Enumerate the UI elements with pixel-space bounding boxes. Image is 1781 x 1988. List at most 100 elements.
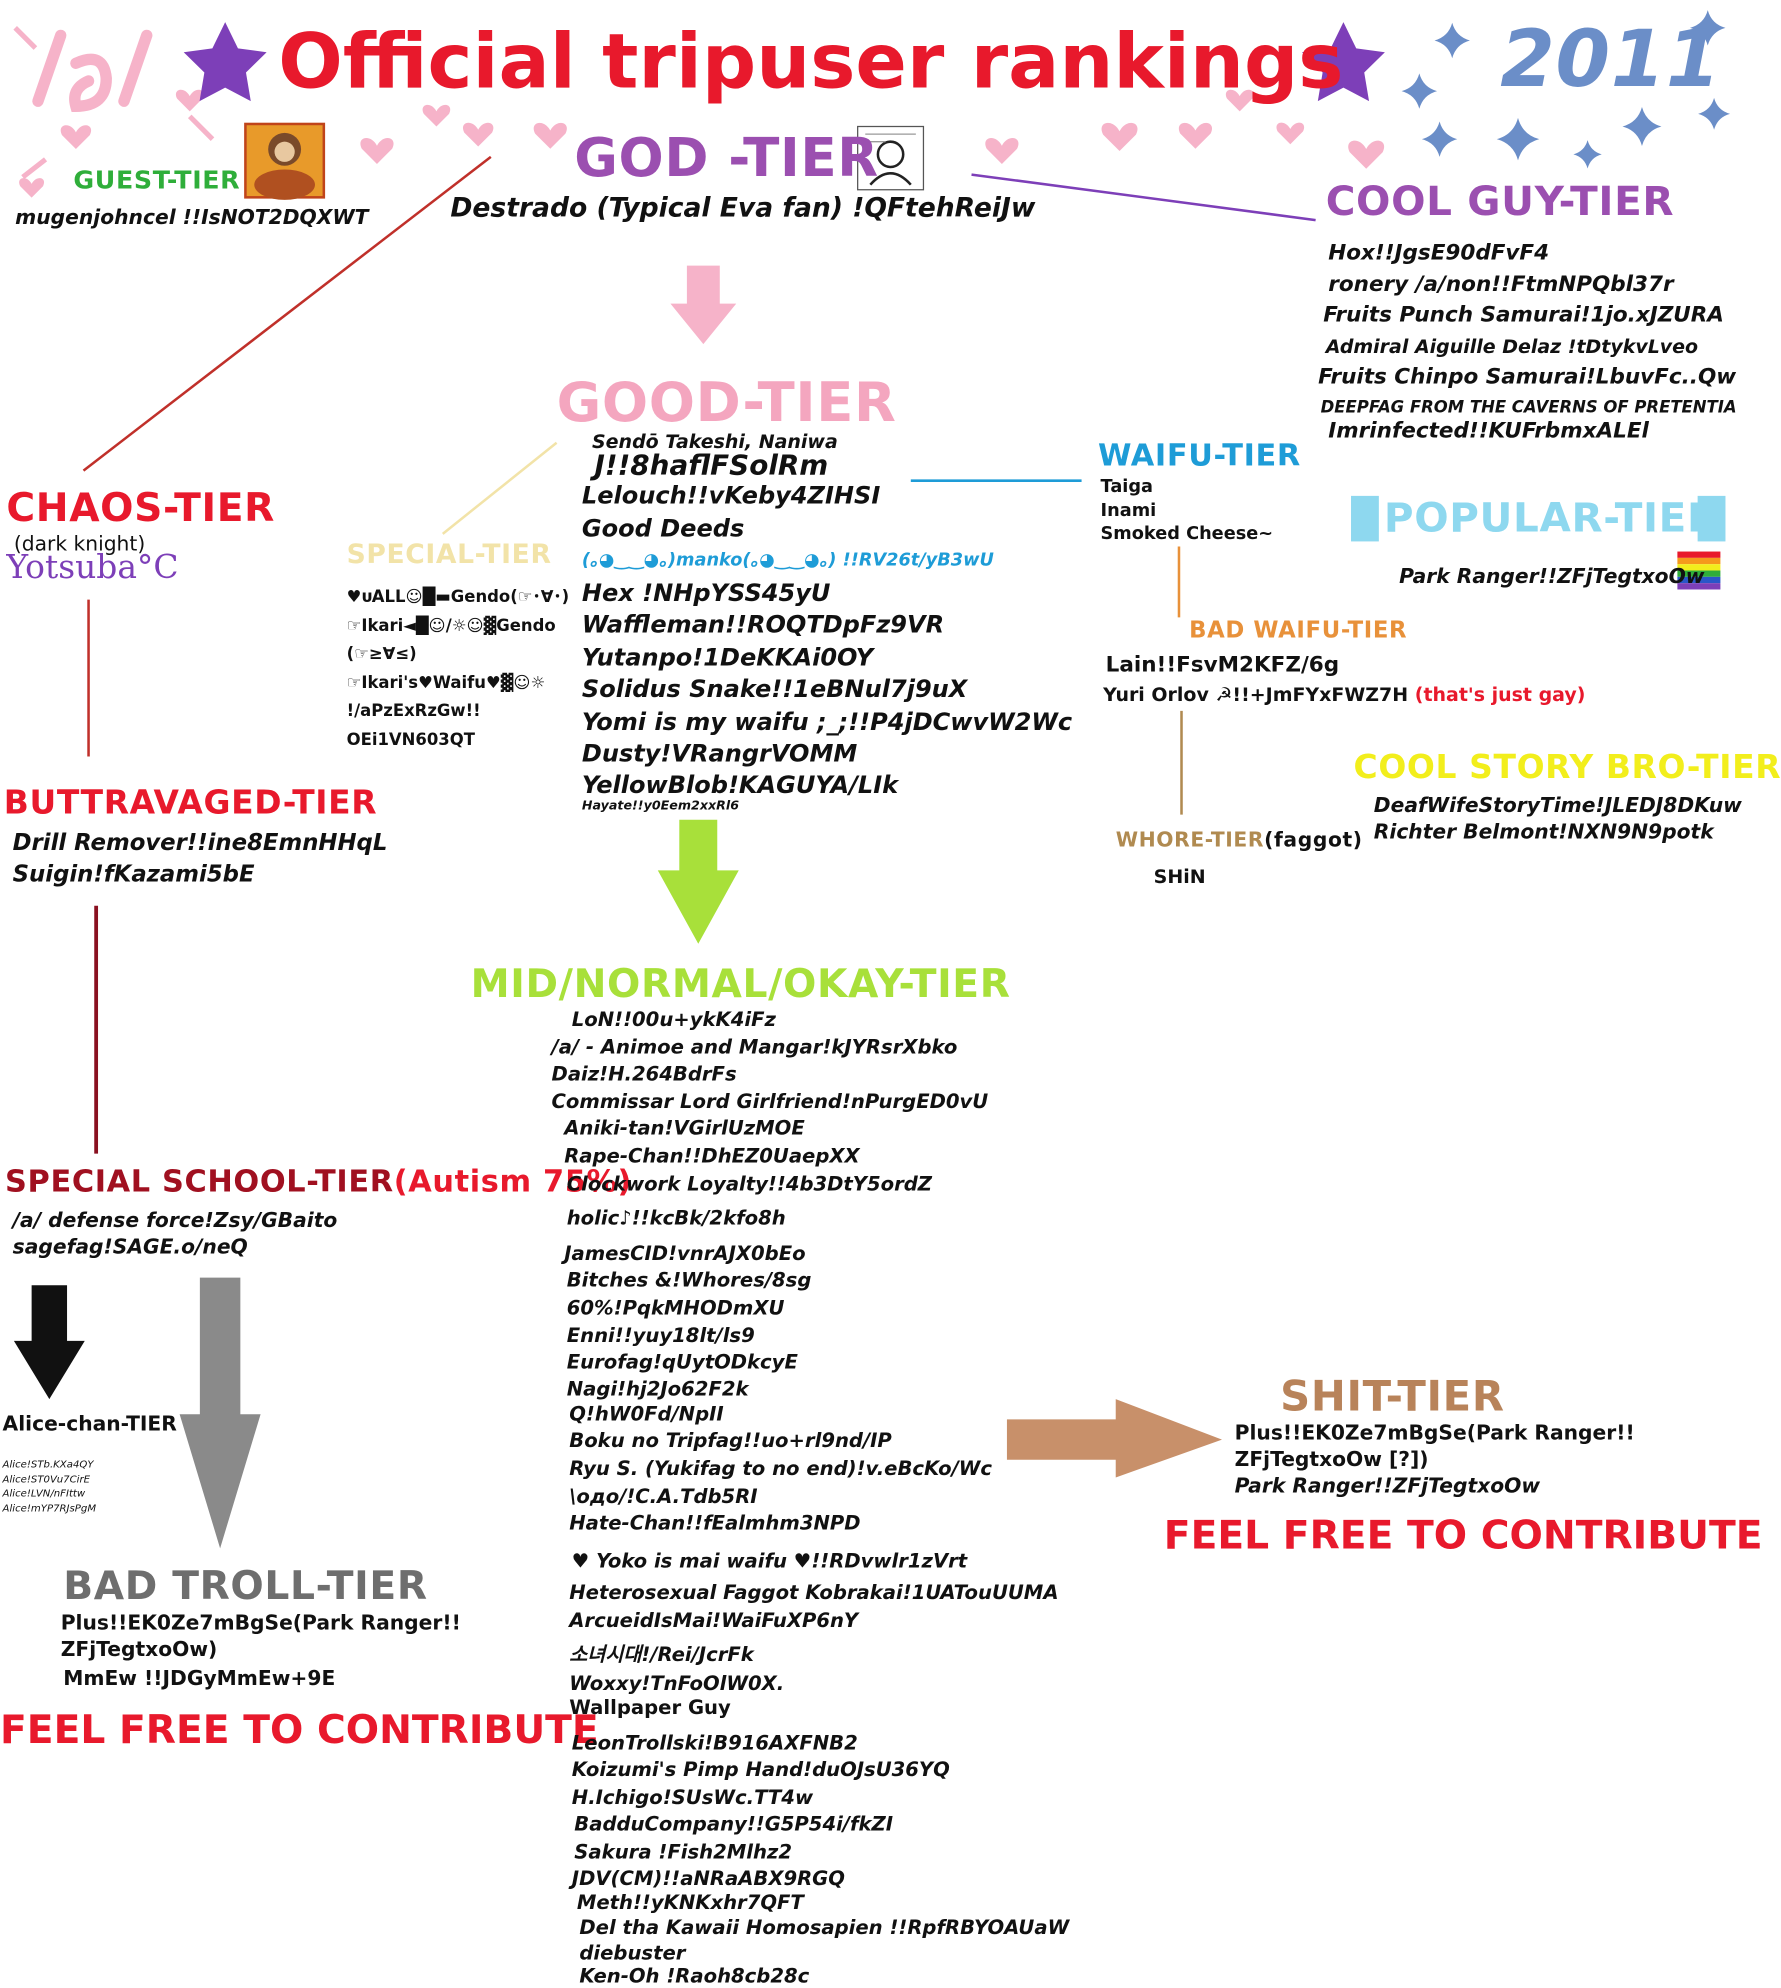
buttravaged-tier-list: Drill Remover!!ine8EmnHHqL Suigin!fKazam… <box>13 827 388 890</box>
contribute-banner: FEEL FREE TO CONTRIBUTE <box>0 1707 599 1754</box>
list-item: /a/ - Animoe and Mangar!kJYRsrXbko <box>551 1035 958 1059</box>
list-item: Waffleman!!ROQTDpFz9VR <box>581 610 945 639</box>
list-item: 60%!PqkMHODmXU <box>566 1296 785 1320</box>
decoration-layer <box>13 10 1731 1549</box>
avatar-icon <box>244 122 326 200</box>
list-item: Commissar Lord Girlfriend!nPurgED0vU <box>551 1090 989 1113</box>
popular-tier-label: POPULAR-TIER <box>1383 493 1719 542</box>
shit-tier-label: SHIT-TIER <box>1280 1371 1505 1421</box>
list-item: Hayate!!y0Eem2xxRl6 <box>581 798 740 813</box>
shit-tier-list: Plus!!EK0Ze7mBgSe(Park Ranger!! ZFjTegtx… <box>1235 1419 1635 1499</box>
page-title: Official tripuser rankings <box>278 17 1344 107</box>
guest-tier-label: GUEST-TIER <box>73 164 241 195</box>
bad-waifu-entry-name: Yuri Orlov ☭!!+JmFYxFWZ7H <box>1103 683 1409 706</box>
list-item: Alice!mYP7RJsPgM <box>2 1502 97 1514</box>
mid-tier-label: MID/NORMAL/OKAY-TIER <box>470 961 1011 1007</box>
list-item: OEi1VN603QT <box>346 730 475 750</box>
whore-tier-line: WHORE-TIER(faggot) <box>1116 827 1363 851</box>
contribute-banner: FEEL FREE TO CONTRIBUTE <box>1163 1512 1763 1559</box>
list-item: Koizumi's Pimp Hand!duOJsU36YQ <box>571 1758 950 1782</box>
bad-troll-tier-list: Plus!!EK0Ze7mBgSe(Park Ranger!! ZFjTegtx… <box>61 1609 461 1691</box>
list-item: Hex !NHpYSS45yU <box>581 578 831 607</box>
bad-waifu-note: (that's just gay) <box>1414 683 1586 706</box>
list-item: H.Ichigo!SUsWc.TT4w <box>571 1785 814 1809</box>
special-school-note: (Autism 75%) <box>393 1163 633 1200</box>
list-item: Richter Belmont!NXN9N9potk <box>1373 819 1714 844</box>
list-item: BadduCompany!!G5P54i/fkZI <box>574 1813 894 1837</box>
ranking-canvas: Official tripuser rankings 2011 GUEST-TI… <box>0 10 1781 1987</box>
bad-waifu-entry: Yuri Orlov ☭!!+JmFYxFWZ7H (that's just g… <box>1103 683 1585 706</box>
list-item: Alice!STb.KXa4QY <box>2 1458 94 1470</box>
list-item: Clockwork Loyalty!!4b3DtY5ordZ <box>566 1172 933 1195</box>
list-item: sagefag!SAGE.o/neQ <box>12 1234 248 1259</box>
special-school-tier-list: /a/ defense force!Zsy/GBaito sagefag!SAG… <box>13 1207 338 1260</box>
list-item: LeonTrollski!B916AXFNB2 <box>571 1731 858 1755</box>
list-item: Wallpaper Guy <box>569 1696 731 1720</box>
list-item: Alice!ST0Vu7CirE <box>2 1473 91 1485</box>
list-item: Sendō Takeshi, Naniwa <box>592 430 838 453</box>
list-item: Daiz!H.264BdrFs <box>551 1062 737 1086</box>
list-item: Fruits Chinpo Samurai!LbuvFc..Qw <box>1318 364 1737 390</box>
list-item: DeafWifeStoryTime!JLEDJ8DKuw <box>1373 793 1742 818</box>
special-tier-list: ♥ᴜALL☺█▬Gendo(☞･∀･) ☞Ikari◄█☺/☼☺▓Gendo (… <box>347 584 570 755</box>
bad-troll-tier-label: BAD TROLL-TIER <box>63 1563 428 1610</box>
arrow-down-icon <box>670 265 737 345</box>
list-item: Taiga <box>1100 476 1154 498</box>
popular-bar-right <box>1697 495 1726 542</box>
list-item: Hate-Chan!!fEalmhm3NPD <box>569 1511 861 1535</box>
list-item: 소녀시대!/Rei/JcrFk <box>569 1643 754 1667</box>
guest-tier-entry: mugenjohncel !!IsNOT2DQXWT <box>15 204 369 229</box>
list-item: Woxxy!TnFoOlW0X. <box>569 1672 785 1696</box>
year-label: 2011 <box>1500 12 1722 105</box>
arrow-down-icon <box>13 1285 85 1400</box>
special-tier-label: SPECIAL-TIER <box>346 538 552 570</box>
list-item: Rape-Chan!!DhEZ0UaepXX <box>564 1144 860 1168</box>
chaos-tier-note: (dark knight) <box>13 531 146 556</box>
buttravaged-tier-label: BUTTRAVAGED-TIER <box>3 784 378 823</box>
list-item: YellowBlob!KAGUYA/LIk <box>581 771 899 799</box>
list-item: ZFjTegtxoOw) <box>60 1636 218 1661</box>
cool-story-tier-label: COOL STORY BRO-TIER <box>1353 748 1781 787</box>
list-item: MmEw !!JDGyMmEw+9E <box>63 1666 336 1691</box>
list-item: Admiral Aiguille Delaz !tDtykvLveo <box>1325 334 1699 358</box>
waifu-tier-list: Taiga Inami Smoked Cheese~ <box>1101 476 1274 546</box>
list-item: Q!hW0Fd/NpII <box>569 1402 724 1426</box>
squiggle-decoration <box>13 26 215 180</box>
list-item: Fruits Punch Samurai!1jo.xJZURA <box>1323 302 1724 328</box>
list-item: holic♪!!kcBk/2kfo8h <box>566 1207 786 1230</box>
list-item: Ken-Oh !Raoh8cb28c <box>579 1964 810 1988</box>
list-item: J!!8haflFSolRm <box>594 450 829 482</box>
arrow-right-icon <box>1006 1399 1222 1478</box>
cool-guy-tier-label: COOL GUY-TIER <box>1325 177 1675 226</box>
list-item: Yutanpo!1DeKKAi0OY <box>581 643 874 672</box>
list-item: Bitches &!Whores/8sg <box>566 1269 812 1292</box>
alice-tier-list: Alice!STb.KXa4QY Alice!ST0Vu7CirE Alice!… <box>3 1457 97 1515</box>
list-item: Smoked Cheese~ <box>1100 523 1274 544</box>
god-portrait-icon <box>857 125 925 191</box>
list-item: Good Deeds <box>581 514 745 543</box>
arrow-down-icon <box>657 819 739 944</box>
list-item: ☞Ikari's♥Waifu♥▓☺☼ <box>346 673 546 693</box>
bad-waifu-entry: Lain!!FsvM2KFZ/6g <box>1105 652 1340 679</box>
whore-tier-label: WHORE-TIER <box>1115 827 1265 852</box>
good-tier-label: GOOD-TIER <box>556 371 897 436</box>
list-item: Nagi!hj2Jo62F2k <box>566 1377 749 1400</box>
list-item: Heterosexual Faggot Kobrakai!1UATouUUMA <box>569 1581 1059 1605</box>
list-item: Enni!!yuy18lt/ls9 <box>566 1323 755 1347</box>
list-item: \oдo/!C.A.Tdb5RI <box>569 1484 758 1508</box>
whore-tier-entry: SHiN <box>1153 865 1206 889</box>
connector-lines <box>82 155 1316 1154</box>
list-item: ♥ᴜALL☺█▬Gendo(☞･∀･) <box>346 588 570 608</box>
list-item: ronery /a/non!!FtmNPQbl37r <box>1328 271 1674 297</box>
list-item: Lelouch!!vKeby4ZIHSI <box>581 481 881 510</box>
list-item: /a/ defense force!Zsy/GBaito <box>12 1208 338 1233</box>
list-item: Plus!!EK0Ze7mBgSe(Park Ranger!! <box>60 1610 461 1635</box>
list-item: Alice!LVN/nFIttw <box>2 1487 86 1500</box>
list-item: Yomi is my waifu ;_;!!P4jDCwvW2Wc <box>581 707 1073 736</box>
chaos-tier-label: CHAOS-TIER <box>6 485 276 532</box>
popular-tier-entry: Park Ranger!!ZFjTegtxoOw <box>1399 564 1705 589</box>
list-item: JamesCID!vnrAJX0bEo <box>564 1241 806 1265</box>
list-item: Meth!!yKNKxhr7QFT <box>576 1890 804 1914</box>
rainbow-flag-icon <box>1677 551 1721 590</box>
bad-waifu-tier-label: BAD WAIFU-TIER <box>1189 617 1408 644</box>
